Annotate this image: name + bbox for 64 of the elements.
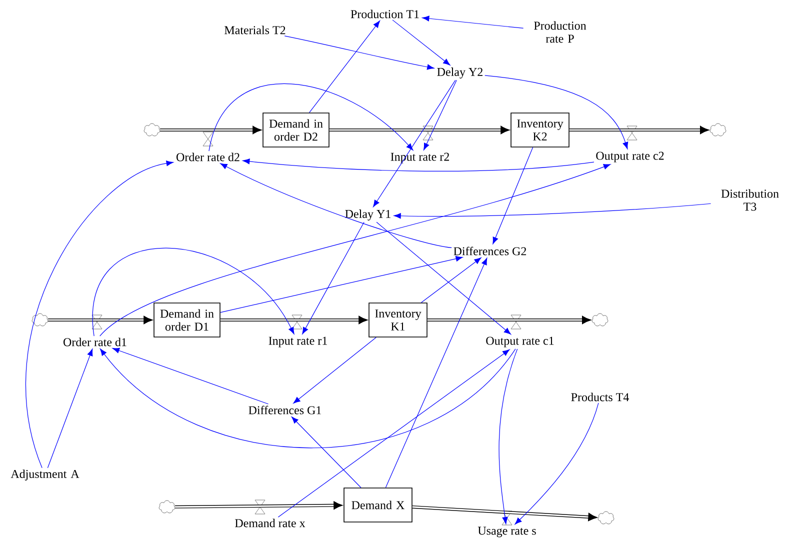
variable-label: Distribution T3 <box>721 189 779 211</box>
causal-arrow <box>47 348 93 468</box>
causal-arrow <box>424 80 457 150</box>
rate-label: Usage rate s <box>478 526 536 538</box>
causal-arrow <box>112 348 269 404</box>
causal-arrow <box>242 158 594 172</box>
flow-pipe <box>174 501 343 510</box>
flow-pipe <box>48 316 153 324</box>
causal-arrow <box>394 203 712 219</box>
rate-label: Input rate r1 <box>268 336 327 348</box>
stock-box: Demand in order D1 <box>154 302 220 338</box>
flow-pipe <box>220 316 368 324</box>
variable-label: Delay Y1 <box>345 210 390 220</box>
causal-arrow <box>291 416 362 488</box>
stock-box: Demand X <box>344 488 412 522</box>
causal-arrow <box>100 164 611 336</box>
cloud-symbol <box>144 123 160 136</box>
cloud-symbol <box>598 511 614 524</box>
causal-arrow <box>376 222 512 335</box>
causal-arrow <box>208 84 414 152</box>
variable-label: Production rate P <box>534 21 586 43</box>
variable-label: Materials T2 <box>224 26 286 34</box>
causal-arrow <box>220 256 463 313</box>
causal-arrow <box>385 258 488 488</box>
variable-label: Products T4 <box>571 392 629 402</box>
rate-label: Demand rate x <box>235 518 306 528</box>
cloud-symbol <box>32 313 48 326</box>
cloud-symbol <box>158 500 176 514</box>
causal-arrow <box>422 16 524 29</box>
rate-label: Output rate c1 <box>486 336 554 348</box>
stock-box: Demand in order D2 <box>262 112 330 148</box>
flow-pipe <box>160 126 262 134</box>
variable-label: Adjustment A <box>10 470 80 480</box>
causal-arrow <box>100 348 516 448</box>
causal-arrow <box>220 163 452 248</box>
causal-arrow <box>420 257 482 303</box>
causal-arrow <box>278 349 510 518</box>
flow-pipe <box>427 316 592 324</box>
causal-arrow <box>293 337 376 404</box>
causal-arrow <box>498 348 518 524</box>
causal-arrow <box>26 160 174 468</box>
causal-arrow <box>492 147 534 244</box>
variable-label: Delay Y2 <box>437 68 482 78</box>
cloud-symbol <box>710 123 726 136</box>
stock-box: Inventory K1 <box>368 302 428 338</box>
causal-arrow <box>284 36 434 70</box>
causal-arrow <box>484 75 628 150</box>
causal-arrow <box>309 20 380 113</box>
causal-arrow <box>92 248 294 336</box>
flow-pipe <box>412 505 598 522</box>
rate-label: Output rate c2 <box>596 152 664 162</box>
stock-box: Inventory K2 <box>510 112 570 148</box>
causal-arrow <box>373 80 456 208</box>
flow-pipe <box>569 126 710 134</box>
cloud-symbol <box>592 313 608 326</box>
causal-arrow <box>302 222 364 334</box>
rate-label: Order rate d1 <box>64 338 126 346</box>
causal-arrow <box>514 402 599 525</box>
variable-label: Differences G1 <box>248 406 321 414</box>
variable-label: Differences G2 <box>454 246 526 256</box>
flow-pipe <box>329 126 510 134</box>
rate-label: Order rate d2 <box>176 152 240 162</box>
causal-arrow <box>392 20 450 66</box>
variable-label: Production T1 <box>350 10 419 18</box>
